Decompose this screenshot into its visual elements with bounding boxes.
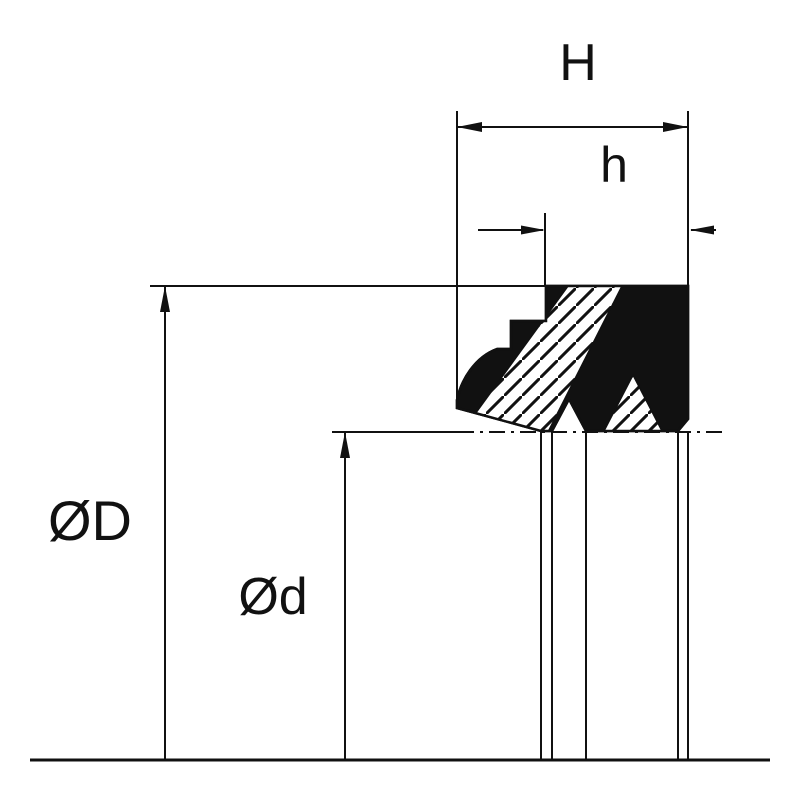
h-arrowhead-right-icon bbox=[690, 225, 714, 235]
H-arrowhead-left-icon bbox=[457, 122, 482, 132]
seal-outline bbox=[455, 284, 690, 433]
h-arrowhead-left-icon bbox=[521, 225, 545, 235]
seal-hatched-band bbox=[460, 286, 624, 431]
dimension-label-h: h bbox=[600, 137, 628, 193]
dimension-H bbox=[456, 111, 689, 402]
seal-profile bbox=[455, 284, 690, 433]
dimension-label-OD: ØD bbox=[48, 489, 132, 552]
Od-arrowhead-up-icon bbox=[340, 432, 350, 458]
dimension-h bbox=[478, 213, 716, 286]
H-arrowhead-right-icon bbox=[663, 122, 688, 132]
projection-lines bbox=[540, 431, 689, 760]
seal-hatched-wedge bbox=[602, 373, 664, 431]
dimension-OD bbox=[150, 285, 546, 760]
dimension-Od bbox=[332, 431, 728, 760]
OD-arrowhead-up-icon bbox=[160, 286, 170, 312]
dimension-label-Od: Ød bbox=[238, 568, 307, 626]
dimension-label-H: H bbox=[559, 34, 597, 92]
